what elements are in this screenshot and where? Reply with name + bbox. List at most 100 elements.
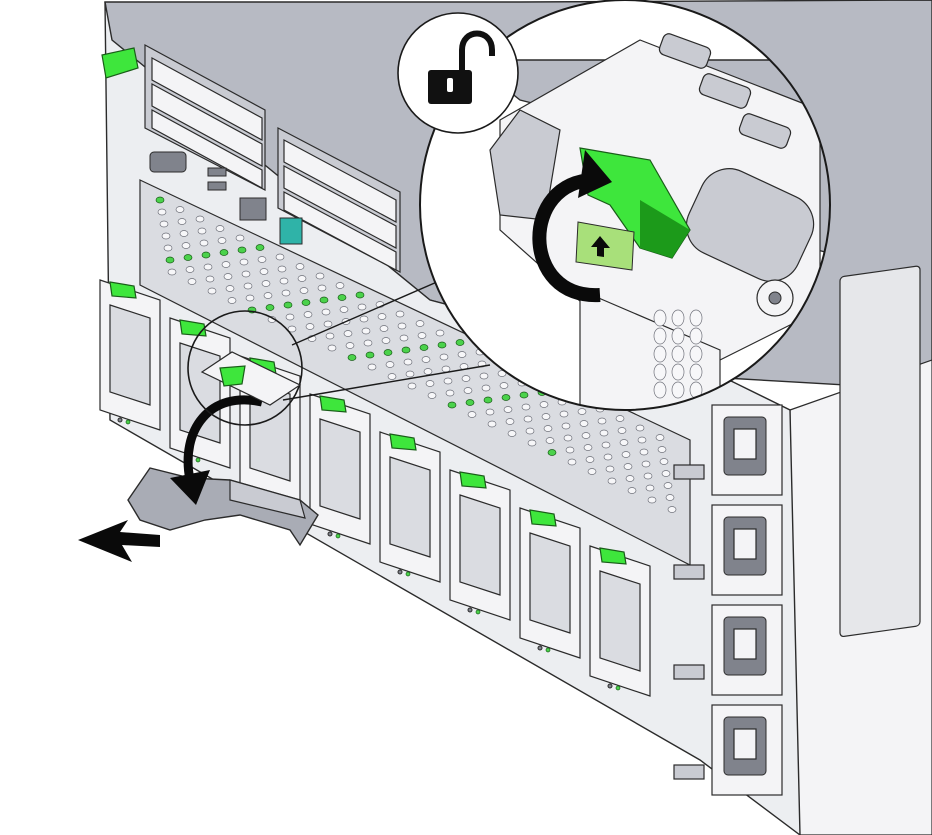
status-led <box>125 419 131 425</box>
vent-hole <box>545 437 555 444</box>
vent-hole <box>505 418 515 425</box>
vent-hole <box>305 323 315 330</box>
vent-hole <box>523 415 533 423</box>
io-panel <box>139 43 691 566</box>
vent-hole <box>671 363 685 381</box>
vent-hole <box>165 256 175 264</box>
vent-hole <box>639 448 649 456</box>
vent-hole <box>501 394 511 401</box>
usb-port <box>207 181 227 191</box>
vent-hole <box>577 408 587 415</box>
hinge-knuckle <box>658 33 712 69</box>
status-led <box>405 571 411 577</box>
vent-hole <box>483 396 493 404</box>
fan-module <box>589 545 651 697</box>
vent-hole <box>155 196 165 204</box>
vent-hole <box>565 446 575 454</box>
status-led <box>117 417 123 423</box>
status-led <box>475 609 481 615</box>
vent-hole <box>625 475 635 482</box>
latch-green-small <box>219 365 246 387</box>
vent-hole <box>337 294 347 301</box>
vent-hole <box>653 345 667 363</box>
status-led <box>615 685 621 691</box>
vent-hole <box>455 339 465 346</box>
vent-hole <box>317 284 327 292</box>
vent-hole <box>543 425 553 432</box>
vent-hole <box>663 482 673 489</box>
vent-hole <box>241 270 251 278</box>
vent-hole <box>177 218 187 225</box>
vent-hole <box>385 361 395 368</box>
vent-hole <box>597 417 607 425</box>
vent-hole <box>425 380 435 387</box>
vent-hole <box>583 444 593 451</box>
vent-hole <box>361 327 371 335</box>
vent-hole <box>319 296 329 304</box>
zoom-connector <box>291 274 454 346</box>
vent-hole <box>655 434 665 441</box>
vent-hole <box>357 303 367 311</box>
vent-hole <box>223 273 233 280</box>
vent-hole <box>195 215 205 223</box>
vent-hole <box>197 227 207 235</box>
vent-hole <box>481 384 491 392</box>
vent-hole <box>301 299 311 306</box>
vent-hole <box>441 365 451 373</box>
vent-hole <box>507 430 517 437</box>
vent-hole <box>435 329 445 337</box>
vent-hole <box>497 370 507 377</box>
usb-port <box>207 167 227 177</box>
vent-hole <box>405 370 415 378</box>
drive-bay <box>151 56 263 142</box>
vent-hole <box>379 325 389 332</box>
vent-hole <box>159 220 169 228</box>
fan-latch-green <box>389 433 417 451</box>
unlock-icon <box>397 12 519 134</box>
vent-hole <box>321 308 331 316</box>
psu-unit <box>673 704 783 796</box>
vent-hole <box>359 315 369 323</box>
vent-hole <box>219 249 229 256</box>
fan-module <box>449 469 511 621</box>
vent-hole <box>227 297 237 304</box>
vent-hole <box>185 266 195 273</box>
fan-module <box>99 279 161 431</box>
fan-module <box>519 507 581 659</box>
vent-hole <box>381 337 391 344</box>
psu-handle <box>673 664 705 680</box>
drive-bay <box>151 82 263 168</box>
rotate-arrow-head <box>170 470 210 505</box>
vent-hole <box>423 368 433 375</box>
detail-vent-holes <box>653 309 703 399</box>
vent-hole <box>265 304 275 311</box>
vent-hole <box>239 258 249 266</box>
vent-hole <box>257 256 267 263</box>
vent-hole <box>303 311 313 318</box>
vent-hole <box>587 468 597 475</box>
vent-hole <box>621 451 631 458</box>
vent-hole <box>437 341 447 349</box>
vent-hole <box>607 477 617 485</box>
vent-hole <box>383 349 393 356</box>
network-port-teal <box>279 217 303 245</box>
vent-hole <box>689 309 703 327</box>
vent-hole <box>547 449 557 456</box>
vent-hole <box>225 285 235 292</box>
vent-hole <box>499 382 509 389</box>
fan-latch-green <box>109 281 137 299</box>
vent-hole <box>207 287 217 295</box>
vent-hole <box>561 422 571 430</box>
vent-hole <box>297 275 307 282</box>
vent-hole <box>345 342 355 349</box>
vent-hole <box>365 351 375 359</box>
rotate-arrow-icon <box>183 395 264 481</box>
drive-bay-group-right <box>277 127 401 273</box>
vent-hole <box>599 429 609 437</box>
vent-hole <box>163 244 173 252</box>
vent-hole <box>603 453 613 461</box>
vent-hole <box>619 439 629 446</box>
fan-latch-green <box>459 471 487 489</box>
vent-hole <box>467 411 477 418</box>
